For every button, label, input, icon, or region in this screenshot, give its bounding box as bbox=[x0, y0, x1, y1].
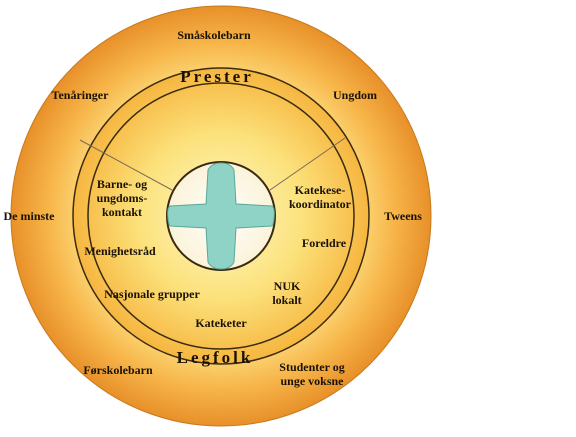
label-ungdom: Ungdom bbox=[332, 88, 378, 102]
label-tweens: Tweens bbox=[384, 209, 422, 223]
label-legfolk: Legfolk bbox=[176, 348, 254, 367]
label-tenaringer: Tenåringer bbox=[51, 88, 109, 102]
label-studenter: Studenter og unge voksne bbox=[279, 360, 345, 388]
divider-right bbox=[269, 137, 346, 191]
label-nuk-lokalt: NUK lokalt bbox=[272, 279, 302, 307]
inner-ring-border bbox=[87, 82, 355, 350]
label-foreldre: Foreldre bbox=[301, 236, 347, 250]
label-kateketer: Kateketer bbox=[195, 316, 247, 330]
label-nasjonale-grupper: Nasjonale grupper bbox=[104, 287, 200, 301]
label-prester: Prester bbox=[180, 67, 254, 86]
cross-icon bbox=[167, 162, 275, 270]
label-menighetsrad: Menighetsråd bbox=[84, 244, 156, 258]
label-barne-ungdomskontakt: Barne- og ungdoms- kontakt bbox=[96, 177, 148, 219]
divider-left bbox=[79, 139, 173, 191]
label-de-minste: De minste bbox=[3, 209, 55, 223]
label-forskolebarn: Førskolebarn bbox=[83, 363, 153, 377]
label-katekesekoordinator: Katekese- koordinator bbox=[288, 183, 352, 211]
label-smaskolebarn: Småskolebarn bbox=[177, 28, 251, 42]
